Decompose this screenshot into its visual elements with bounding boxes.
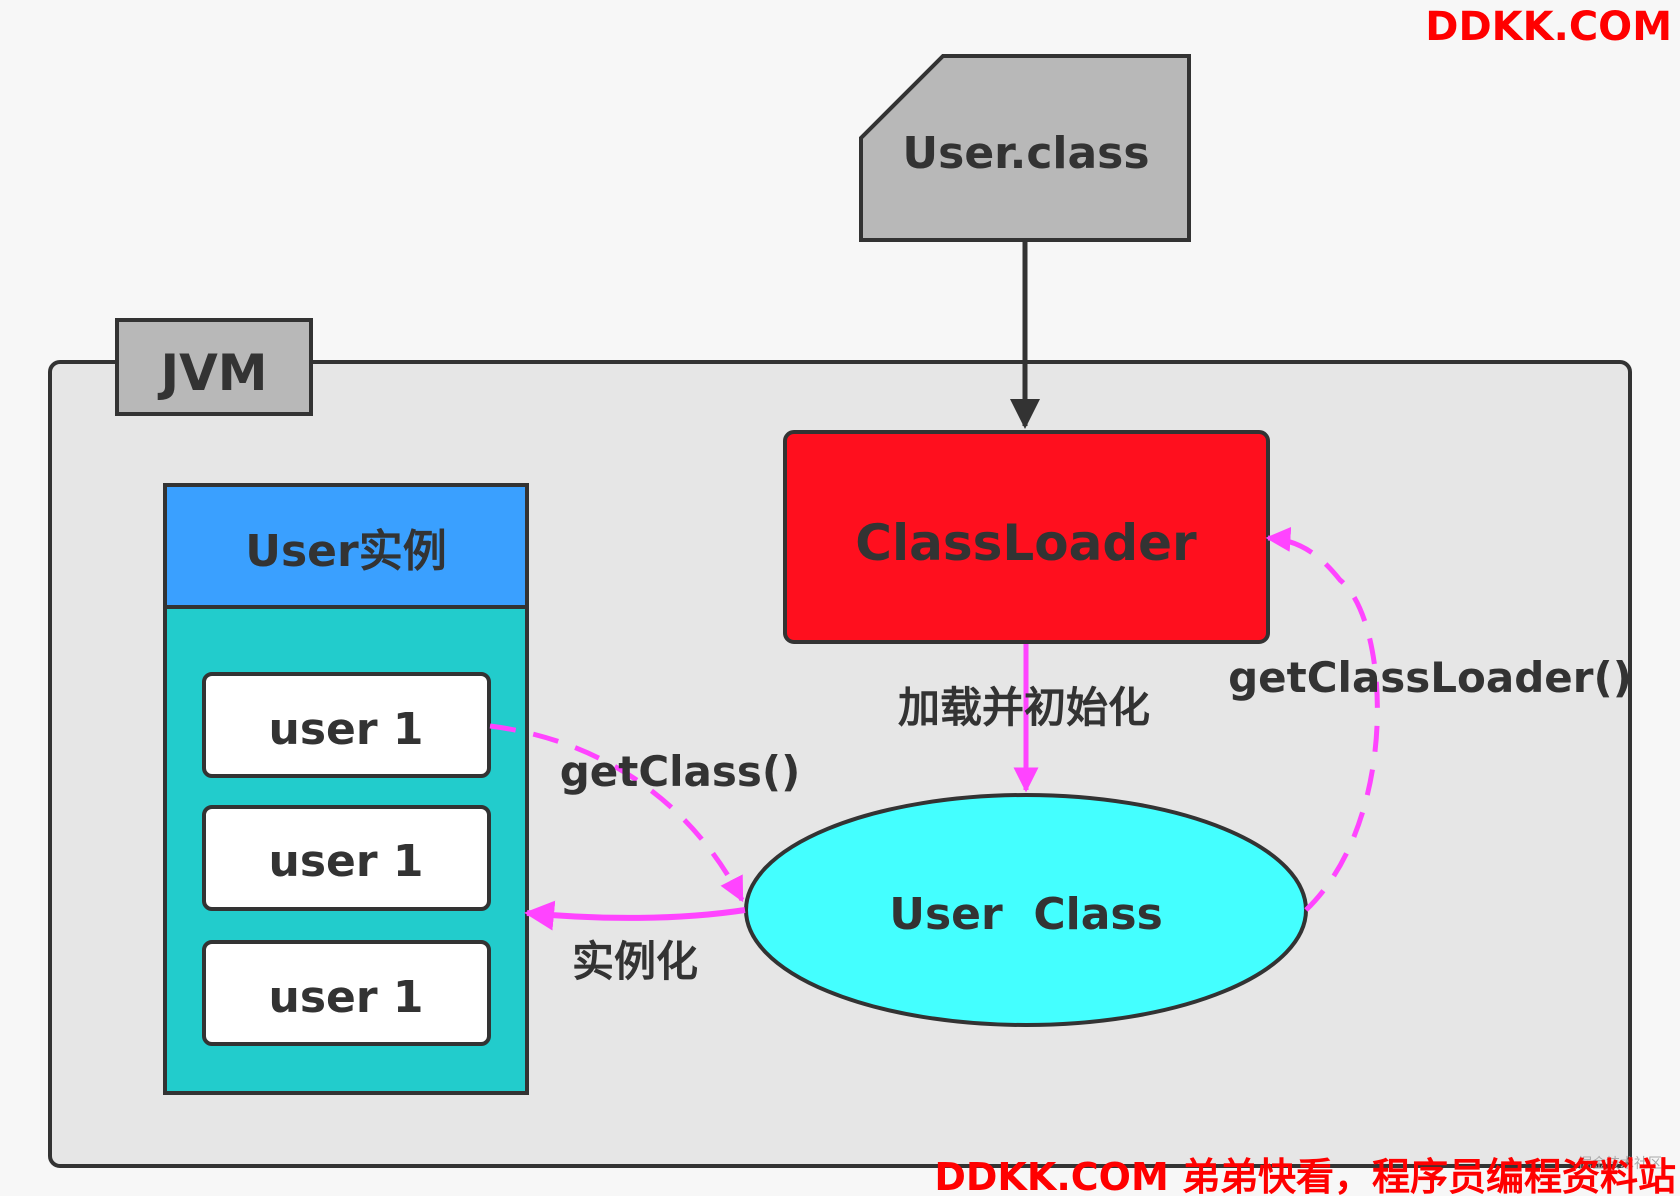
jvm-tab: [115, 318, 313, 416]
instance-box: [202, 940, 491, 1046]
instances-header: [163, 483, 529, 609]
user-class-file: [859, 54, 1191, 242]
watermark-bottom: DDKK.COM 弟弟快看，程序员编程资料站: [934, 1155, 1676, 1196]
watermark-faint: 掘金技术社区: [1578, 1156, 1662, 1172]
user-class-label: User Class: [889, 889, 1163, 940]
instantiate-label: 实例化: [572, 937, 698, 986]
instances-header-label: User实例: [245, 526, 446, 577]
instance-label: user 1: [269, 704, 424, 755]
jvm-label: JVM: [157, 344, 267, 402]
instance-label: user 1: [269, 972, 424, 1023]
watermark-top: DDKK.COM: [1425, 4, 1672, 50]
instance-box: [202, 672, 491, 778]
getclass-label: getClass(): [560, 747, 801, 796]
instance-box: [202, 805, 491, 911]
getclassloader-arrow: [1265, 526, 1380, 912]
classloader-label: ClassLoader: [855, 514, 1197, 572]
instantiate-arrow: [524, 900, 746, 931]
user-class-file-label: User.class: [902, 128, 1149, 179]
getclass-arrow: [489, 723, 745, 903]
load-init-label: 加载并初始化: [898, 683, 1150, 732]
instance-label: user 1: [269, 836, 424, 887]
getclassloader-label: getClassLoader(): [1228, 653, 1632, 702]
